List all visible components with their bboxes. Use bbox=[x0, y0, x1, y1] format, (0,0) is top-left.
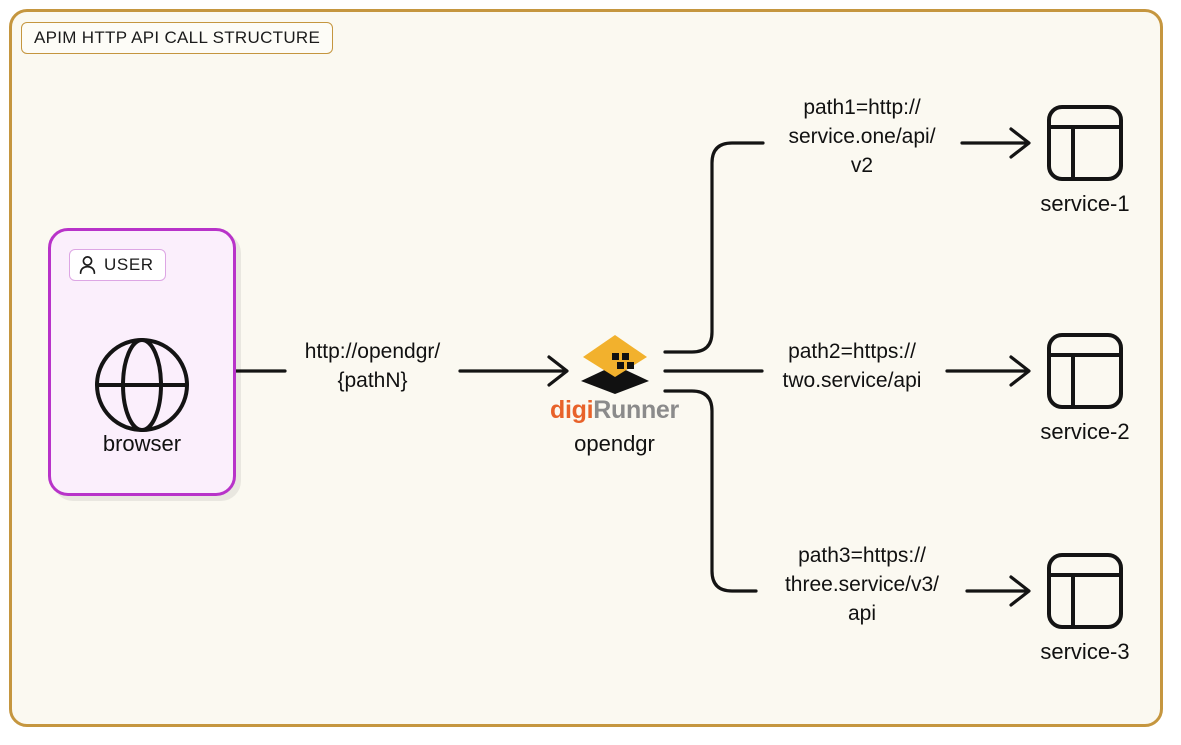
diagram-title-chip: APIM HTTP API CALL STRUCTURE bbox=[21, 22, 334, 54]
gateway-node[interactable]: digiRunner opendgr bbox=[532, 333, 697, 457]
edge-label-gateway-to-service-2: path2=https:// two.service/api bbox=[782, 340, 922, 392]
edge-label-gateway-to-service-3: path3=https:// three.service/v3/ api bbox=[784, 544, 940, 625]
user-badge: USER bbox=[69, 249, 166, 281]
person-icon bbox=[79, 256, 96, 275]
edge-label-client-to-gateway: http://opendgr/ {pathN} bbox=[304, 340, 441, 392]
user-container[interactable]: USER browser bbox=[48, 228, 236, 496]
service-label: service-1 bbox=[1040, 191, 1130, 216]
service-node-3[interactable]: service-3 bbox=[1010, 551, 1160, 665]
user-badge-label: USER bbox=[104, 255, 154, 274]
layout-panel-icon bbox=[1047, 105, 1123, 181]
layout-panel-icon bbox=[1047, 333, 1123, 409]
gateway-label: opendgr bbox=[574, 431, 655, 456]
wordmark-digi: digi bbox=[550, 396, 594, 424]
page-title: APIM HTTP API CALL STRUCTURE bbox=[34, 28, 321, 47]
edge-label-gateway-to-service-1: path1=http:// service.one/api/ v2 bbox=[788, 96, 936, 177]
globe-icon bbox=[95, 338, 189, 432]
service-label: service-3 bbox=[1040, 639, 1130, 664]
digirunner-diamond-logo bbox=[580, 335, 649, 394]
service-node-1[interactable]: service-1 bbox=[1010, 103, 1160, 217]
wordmark-runner: Runner bbox=[593, 396, 679, 424]
browser-label: browser bbox=[102, 431, 182, 456]
layout-panel-icon bbox=[1047, 553, 1123, 629]
service-label: service-2 bbox=[1040, 419, 1130, 444]
digirunner-wordmark: digiRunner bbox=[532, 396, 697, 424]
service-node-2[interactable]: service-2 bbox=[1010, 331, 1160, 445]
